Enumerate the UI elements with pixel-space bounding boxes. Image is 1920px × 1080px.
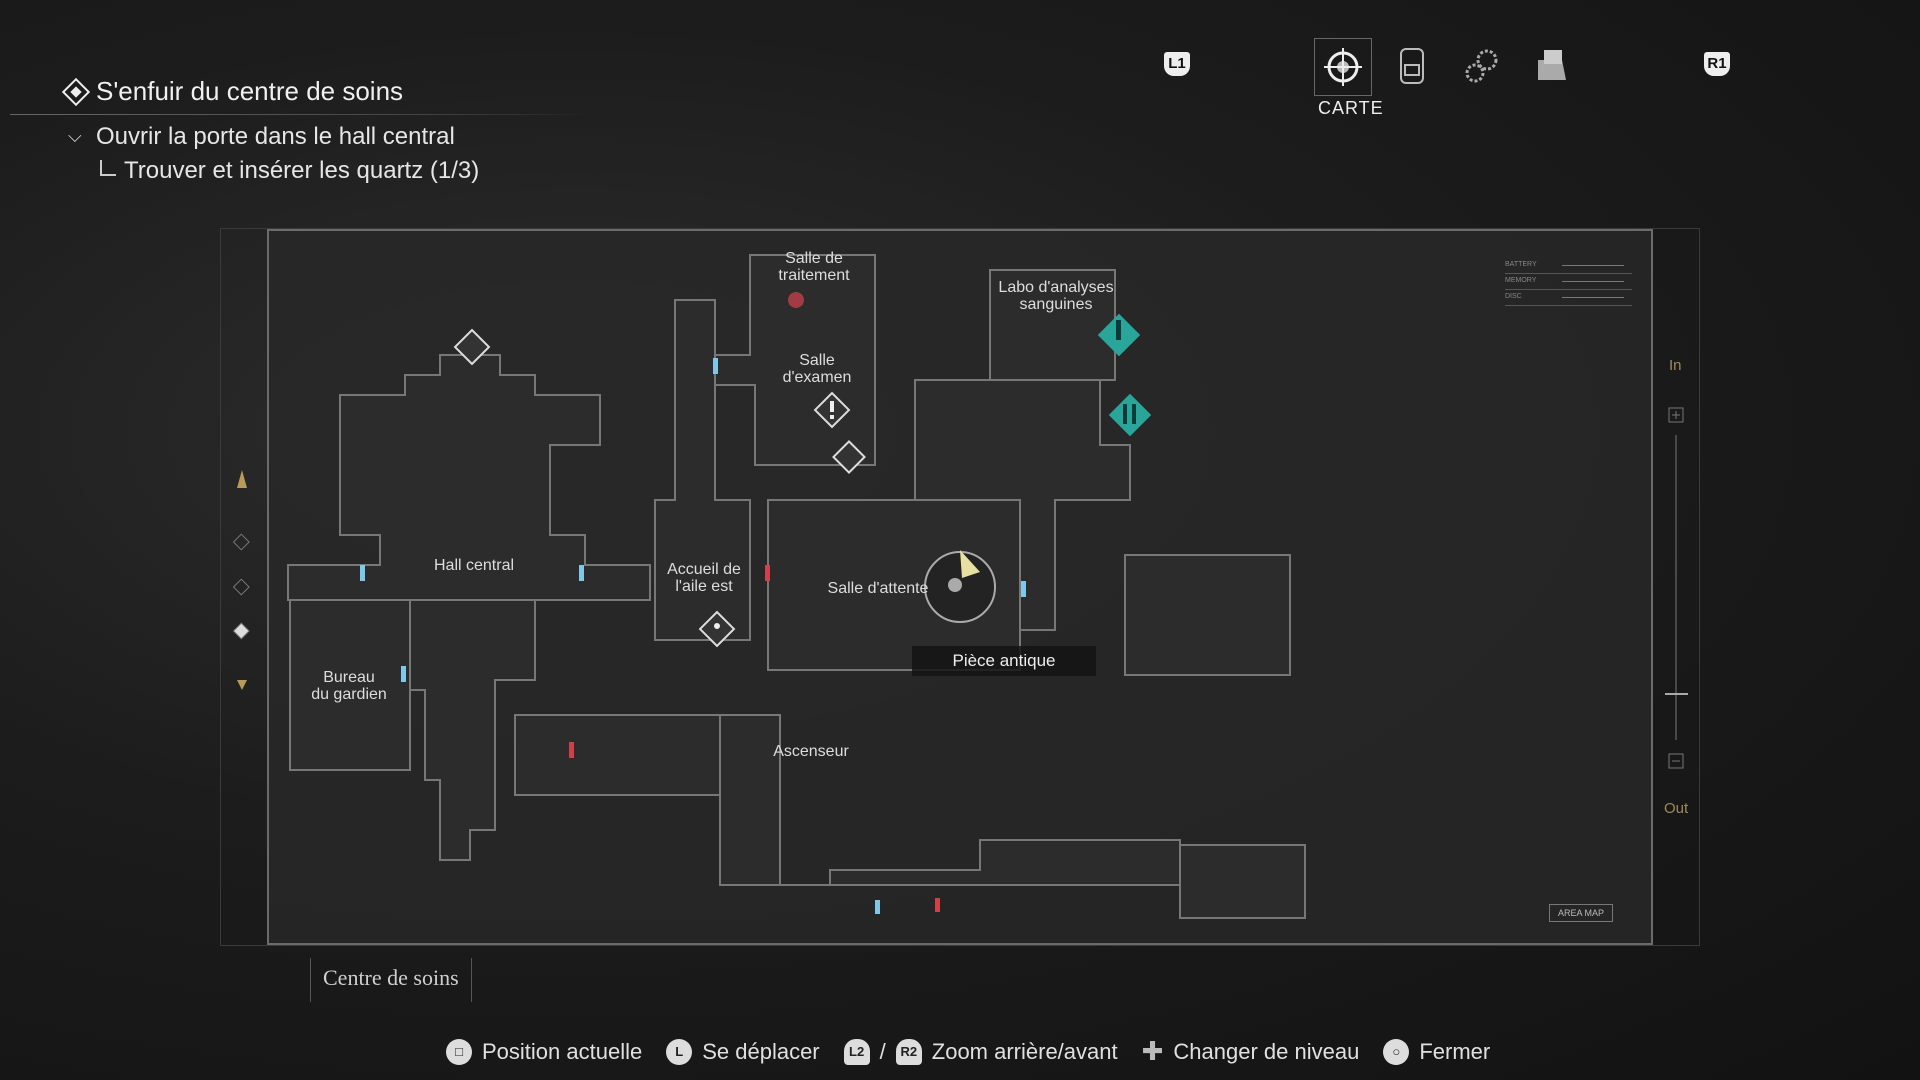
r2-button-icon[interactable]: R2 <box>895 1038 922 1065</box>
hint-position: Position actuelle <box>482 1038 643 1064</box>
item-marker-icon <box>832 440 866 474</box>
floor-down-icon <box>237 680 247 690</box>
blue-doors <box>360 358 1026 914</box>
corridor-room <box>514 714 741 796</box>
r1-button[interactable]: R1 <box>1704 52 1730 76</box>
l1-button[interactable]: L1 <box>1164 52 1190 76</box>
floor-selector <box>232 407 1688 769</box>
ascenseur-room <box>719 714 1181 886</box>
player-arrow-icon <box>960 550 980 578</box>
hint-zoom: Zoom arrière/avant <box>931 1038 1118 1064</box>
tab-inventory[interactable] <box>1384 38 1440 94</box>
tab-crafting[interactable] <box>1454 38 1510 94</box>
label-bureau-gardien: Bureau du gardien <box>311 669 387 703</box>
door-red <box>935 898 940 912</box>
label-examen: Salle d'examen <box>782 352 852 386</box>
tree-branch-icon <box>100 160 116 176</box>
south-corridor <box>409 599 536 861</box>
tab-files[interactable] <box>1524 38 1580 94</box>
labo-room <box>989 269 1116 381</box>
objective-substep: Trouver et insérer les quartz (1/3) <box>124 157 480 184</box>
backpack-icon <box>1400 48 1424 84</box>
stat-disc: DISC <box>1505 290 1632 306</box>
door-blue <box>1021 581 1026 597</box>
button-hints: □ Position actuelle L Se déplacer L2 / R… <box>446 1036 1490 1067</box>
hall-central-room <box>287 354 651 601</box>
save-point-icon <box>453 328 491 366</box>
hint-change-level: Changer de niveau <box>1173 1038 1360 1064</box>
door-blue <box>360 565 365 581</box>
label-salle-traitement: Salle de traitement <box>778 250 850 284</box>
door-red <box>569 742 574 758</box>
door-blue <box>579 565 584 581</box>
objective-title: S'enfuir du centre de soins <box>96 76 404 106</box>
map-frame <box>220 228 1700 946</box>
door-blue <box>401 666 406 682</box>
l2-button-icon[interactable]: L2 <box>843 1038 870 1065</box>
map-icon <box>1324 48 1362 86</box>
floor-icon <box>232 533 250 551</box>
gears-icon <box>1465 49 1498 83</box>
dpad-icon[interactable]: ✚ <box>1141 1036 1164 1066</box>
label-ascenseur: Ascenseur <box>773 743 849 760</box>
bureau-gardien-room <box>289 599 411 771</box>
hint-move: Se déplacer <box>702 1038 820 1064</box>
location-tooltip: Pièce antique <box>912 646 1096 676</box>
stat-memory: MEMORY <box>1505 274 1632 290</box>
floor-up-icon <box>237 470 247 488</box>
objective-step: Ouvrir la porte dans le hall central <box>96 123 455 150</box>
zoom-out-icon <box>1668 753 1684 769</box>
label-hall-central: Hall central <box>433 557 515 574</box>
markers <box>453 292 1152 648</box>
east-block <box>914 379 1131 631</box>
chevron-down-icon: ⌵ <box>68 126 82 146</box>
circle-button-icon[interactable]: ○ <box>1383 1038 1410 1065</box>
tab-map[interactable] <box>1314 38 1372 96</box>
red-doors <box>569 565 940 912</box>
hint-separator: / <box>879 1038 886 1064</box>
area-name: Centre de soins <box>310 958 472 1002</box>
blood-splatter-icon <box>788 292 804 308</box>
square-button-icon[interactable]: □ <box>446 1038 472 1065</box>
zoom-out-label: Out <box>1664 800 1689 817</box>
area-map-button[interactable]: AREA MAP <box>1549 904 1614 922</box>
device-stats: BATTERY MEMORY DISC <box>1505 258 1632 306</box>
hint-close: Fermer <box>1419 1038 1491 1064</box>
south-east-room <box>1179 844 1306 919</box>
quartz-marker-2-icon <box>1108 393 1152 437</box>
left-stick-icon[interactable]: L <box>666 1038 693 1065</box>
stat-battery: BATTERY <box>1505 258 1632 274</box>
label-labo: Labo d'analyses sanguines <box>998 279 1114 313</box>
active-tab-label: CARTE <box>1318 98 1384 118</box>
files-icon <box>1538 50 1566 80</box>
door-red <box>765 565 770 581</box>
zoom-in-icon <box>1668 407 1684 423</box>
floor-icon <box>232 578 250 596</box>
label-accueil: Accueil de l'aile est <box>667 561 741 595</box>
zoom-in-label: In <box>1669 357 1682 374</box>
current-floor-icon <box>232 622 250 640</box>
door-blue <box>713 358 718 374</box>
label-salle-attente: Salle d'attente <box>827 580 929 597</box>
door-blue <box>875 900 880 914</box>
divider <box>10 114 595 115</box>
stair-room <box>1124 554 1291 676</box>
